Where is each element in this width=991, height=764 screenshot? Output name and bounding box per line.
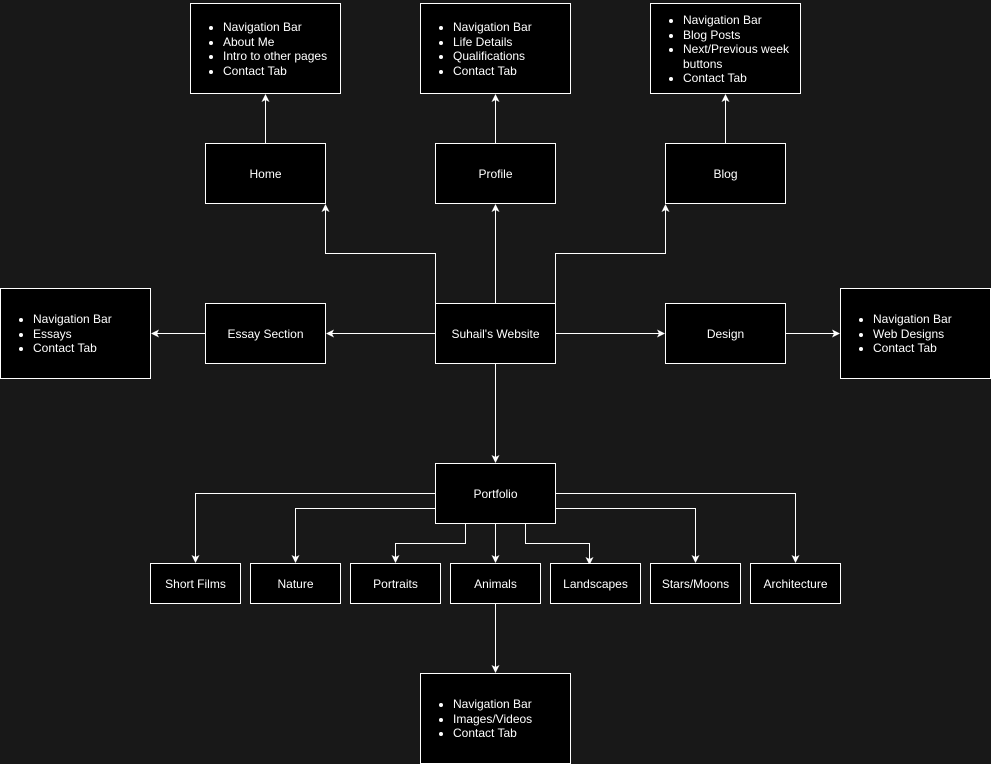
node-essay-section: Essay Section [205,303,326,364]
node-design: Design [665,303,786,364]
note-animals: Navigation Bar Images/Videos Contact Tab [420,673,571,764]
note-home-item: Navigation Bar [223,20,340,35]
note-home-item: About Me [223,35,340,50]
edge-portfolio-to-short-films [191,493,435,563]
note-profile-item: Contact Tab [453,64,570,79]
note-essay: Navigation Bar Essays Contact Tab [0,288,151,379]
node-profile: Profile [435,143,556,204]
note-design-item: Web Designs [873,327,990,342]
note-home: Navigation Bar About Me Intro to other p… [190,3,341,94]
node-blog: Blog [665,143,786,204]
note-profile: Navigation Bar Life Details Qualificatio… [420,3,571,94]
note-profile-item: Qualifications [453,49,570,64]
note-animals-item: Navigation Bar [453,697,570,712]
note-profile-item: Navigation Bar [453,20,570,35]
node-portraits: Portraits [350,563,441,604]
node-home: Home [205,143,326,204]
node-portfolio: Portfolio [435,463,556,524]
note-blog-item: Next/Previous week buttons [683,42,800,71]
note-animals-item: Contact Tab [453,726,570,741]
note-blog-item: Blog Posts [683,28,800,43]
note-home-item: Contact Tab [223,64,340,79]
note-design-item: Contact Tab [873,341,990,356]
node-stars-moons: Stars/Moons [650,563,741,604]
edge-center-to-blog [555,204,670,303]
edge-portfolio-to-landscapes [525,524,594,565]
node-center-website: Suhail's Website [435,303,556,364]
node-animals: Animals [450,563,541,604]
edge-portfolio-to-architecture [556,493,800,563]
note-essay-item: Navigation Bar [33,312,150,327]
note-home-item: Intro to other pages [223,49,340,64]
note-blog: Navigation Bar Blog Posts Next/Previous … [650,3,801,94]
node-short-films: Short Films [150,563,241,604]
note-essay-item: Essays [33,327,150,342]
note-animals-item: Images/Videos [453,712,570,727]
note-profile-item: Life Details [453,35,570,50]
node-landscapes: Landscapes [550,563,641,604]
note-design: Navigation Bar Web Designs Contact Tab [840,288,991,379]
edge-portfolio-to-stars-moons [556,508,700,563]
edge-portfolio-to-nature [291,508,435,563]
edge-portfolio-to-portraits [391,524,466,563]
edge-center-to-home [321,204,436,303]
note-blog-item: Contact Tab [683,71,800,86]
note-essay-item: Contact Tab [33,341,150,356]
node-nature: Nature [250,563,341,604]
node-architecture: Architecture [750,563,841,604]
note-design-item: Navigation Bar [873,312,990,327]
note-blog-item: Navigation Bar [683,13,800,28]
